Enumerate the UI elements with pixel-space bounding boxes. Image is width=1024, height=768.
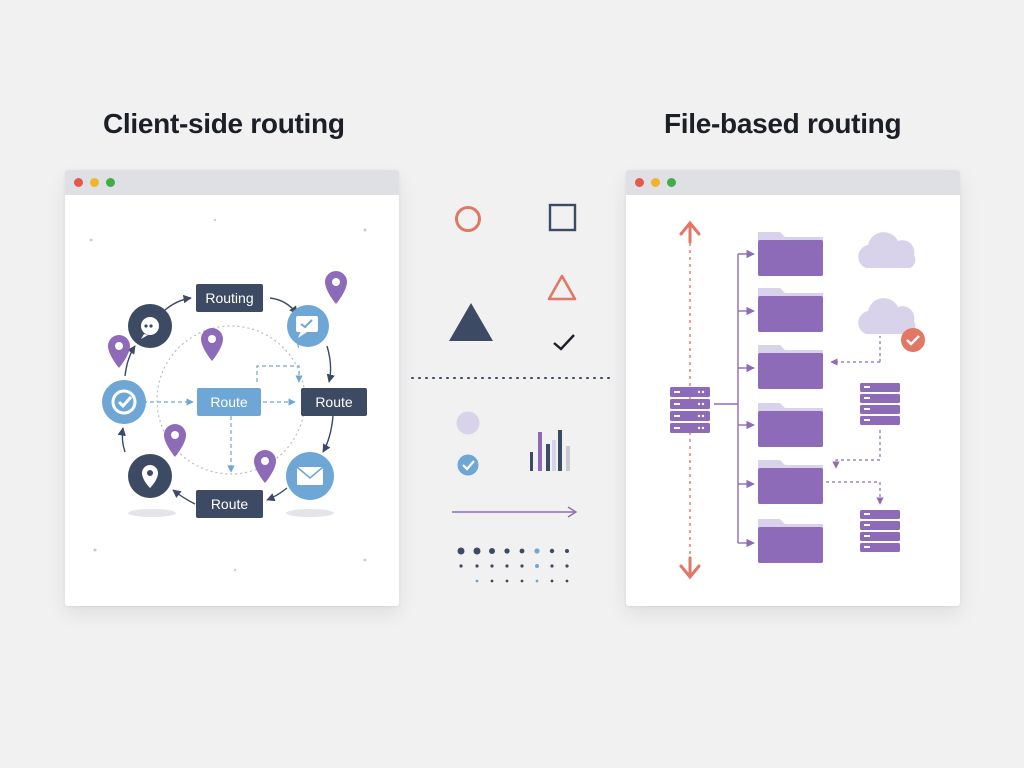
cycle-arrows: [117, 294, 335, 505]
right-arrow-icon: [452, 506, 578, 518]
client-side-routing-heading: Client-side routing: [103, 108, 345, 139]
folder-icon: [758, 232, 823, 563]
bar-chart-icon: [530, 430, 570, 471]
close-dot-icon: [74, 178, 83, 187]
triangle-shape-icon: [547, 274, 577, 301]
check-badge-icon: [901, 328, 925, 352]
route-label-bottom: Route: [196, 490, 263, 518]
filled-triangle-icon: [449, 303, 493, 341]
target-check-icon: [102, 380, 146, 424]
routing-label: Routing: [196, 284, 263, 312]
server-icon: [860, 383, 900, 425]
chat-icon: [128, 304, 172, 348]
minimize-dot-icon: [651, 178, 660, 187]
cloud-icon: [858, 232, 916, 334]
maximize-dot-icon: [106, 178, 115, 187]
checkmark-icon: [553, 334, 575, 351]
client-side-routing-window: Routing Route Route Route: [65, 170, 399, 606]
soft-circle-icon: [456, 411, 480, 435]
location-pin-icon: [128, 454, 172, 498]
close-dot-icon: [635, 178, 644, 187]
window-titlebar: [65, 170, 399, 195]
routing-cycle-diagram: [89, 218, 367, 572]
check-badge-icon: [457, 454, 479, 476]
server-icon: [670, 387, 710, 433]
circle-shape-icon: [455, 206, 481, 232]
route-label-center: Route: [197, 388, 261, 416]
dot-grid-icon: [457, 547, 569, 583]
window-titlebar: [626, 170, 960, 195]
message-icon: [287, 305, 329, 347]
route-label-right: Route: [301, 388, 367, 416]
mail-icon: [286, 452, 334, 500]
map-pin-icon: [108, 271, 347, 483]
file-tree-diagram: [670, 220, 925, 580]
file-based-routing-heading: File-based routing: [664, 108, 902, 139]
maximize-dot-icon: [667, 178, 676, 187]
file-based-routing-window: [626, 170, 960, 606]
server-icon: [860, 510, 900, 552]
minimize-dot-icon: [90, 178, 99, 187]
square-shape-icon: [548, 203, 577, 232]
